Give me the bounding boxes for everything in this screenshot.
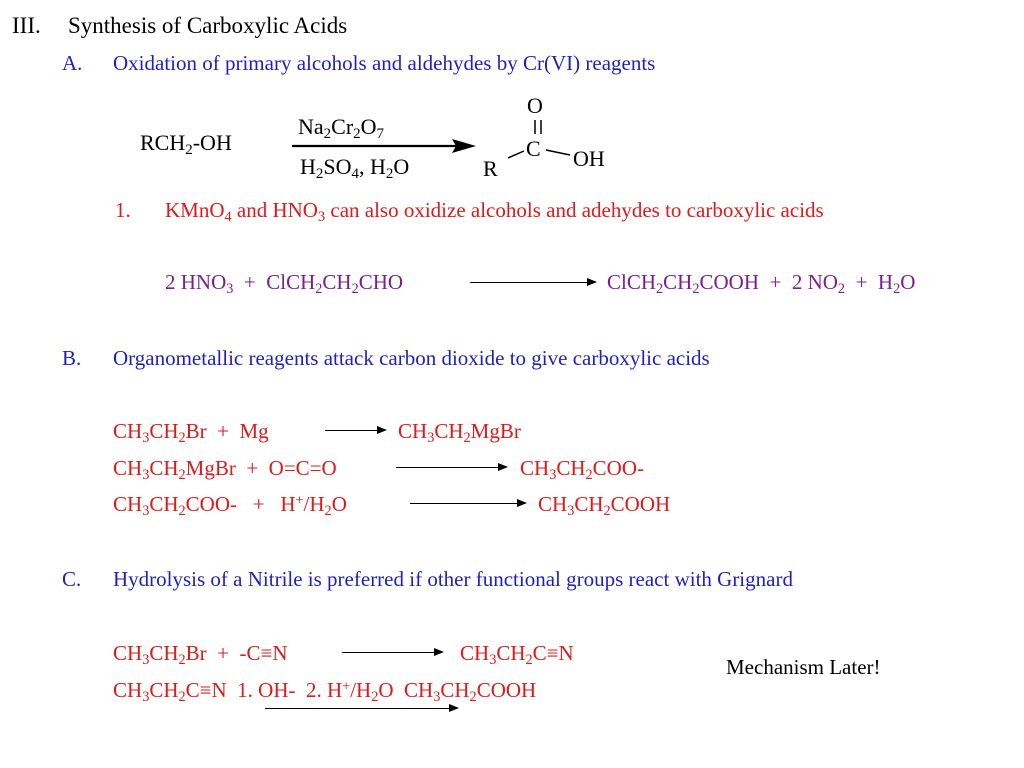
reagent-bottom: H2SO4, H2O [300,154,410,183]
c-r2-equation: CH3CH2C≡N 1. OH- 2. H+/H2O CH3CH2COOH [113,678,537,705]
b-r2-arrow [396,463,508,471]
b-r1-right: CH3CH2MgBr [398,419,521,446]
c-r2-arrow [265,704,459,712]
eq1-right: ClCH2CH2COOH + 2 NO2 + H2O [607,270,916,297]
point-1-number: 1. [115,198,131,222]
eq1-left: 2 HNO3 + ClCH2CH2CHO [165,270,404,297]
eq1-arrow [470,278,597,286]
section-a-title: Oxidation of primary alcohols and aldehy… [113,51,656,75]
section-c-letter: C. [62,567,82,591]
product-hydroxyl: OH [573,146,605,171]
point-1-text: KMnO4 and HNO3 can also oxidize alcohols… [165,198,824,225]
double-bond [534,120,542,134]
b-r1-arrow [325,426,387,434]
section-c-title: Hydrolysis of a Nitrile is preferred if … [113,567,793,591]
section-number-iii: III. [12,13,41,38]
c-r1-arrow [342,648,444,656]
reactant-rch2oh: RCH2-OH [140,130,232,159]
product-carbon: C [526,136,541,161]
bonds [507,149,571,159]
c-r1-right: CH3CH2C≡N [460,641,574,668]
section-b-letter: B. [62,346,82,370]
b-r3-right: CH3CH2COOH [538,492,671,519]
product-r-group: R [483,156,498,181]
reagent-top: Na2Cr2O7 [298,114,384,143]
c-r1-left: CH3CH2Br + -C≡N [113,641,288,668]
page-title: Synthesis of Carboxylic Acids [68,13,348,38]
section-a-letter: A. [62,51,83,75]
b-r3-arrow [410,499,527,507]
b-r3-left: CH3CH2COO- + H+/H2O [113,492,347,519]
b-r2-left: CH3CH2MgBr + O=C=O [113,456,337,483]
product-oxygen: O [527,93,543,118]
b-r1-left: CH3CH2Br + Mg [113,419,269,446]
mechanism-note: Mechanism Later! [726,655,881,679]
b-r2-right: CH3CH2COO- [520,456,644,483]
section-b-title: Organometallic reagents attack carbon di… [113,346,710,370]
reaction-a-arrow [292,139,476,153]
